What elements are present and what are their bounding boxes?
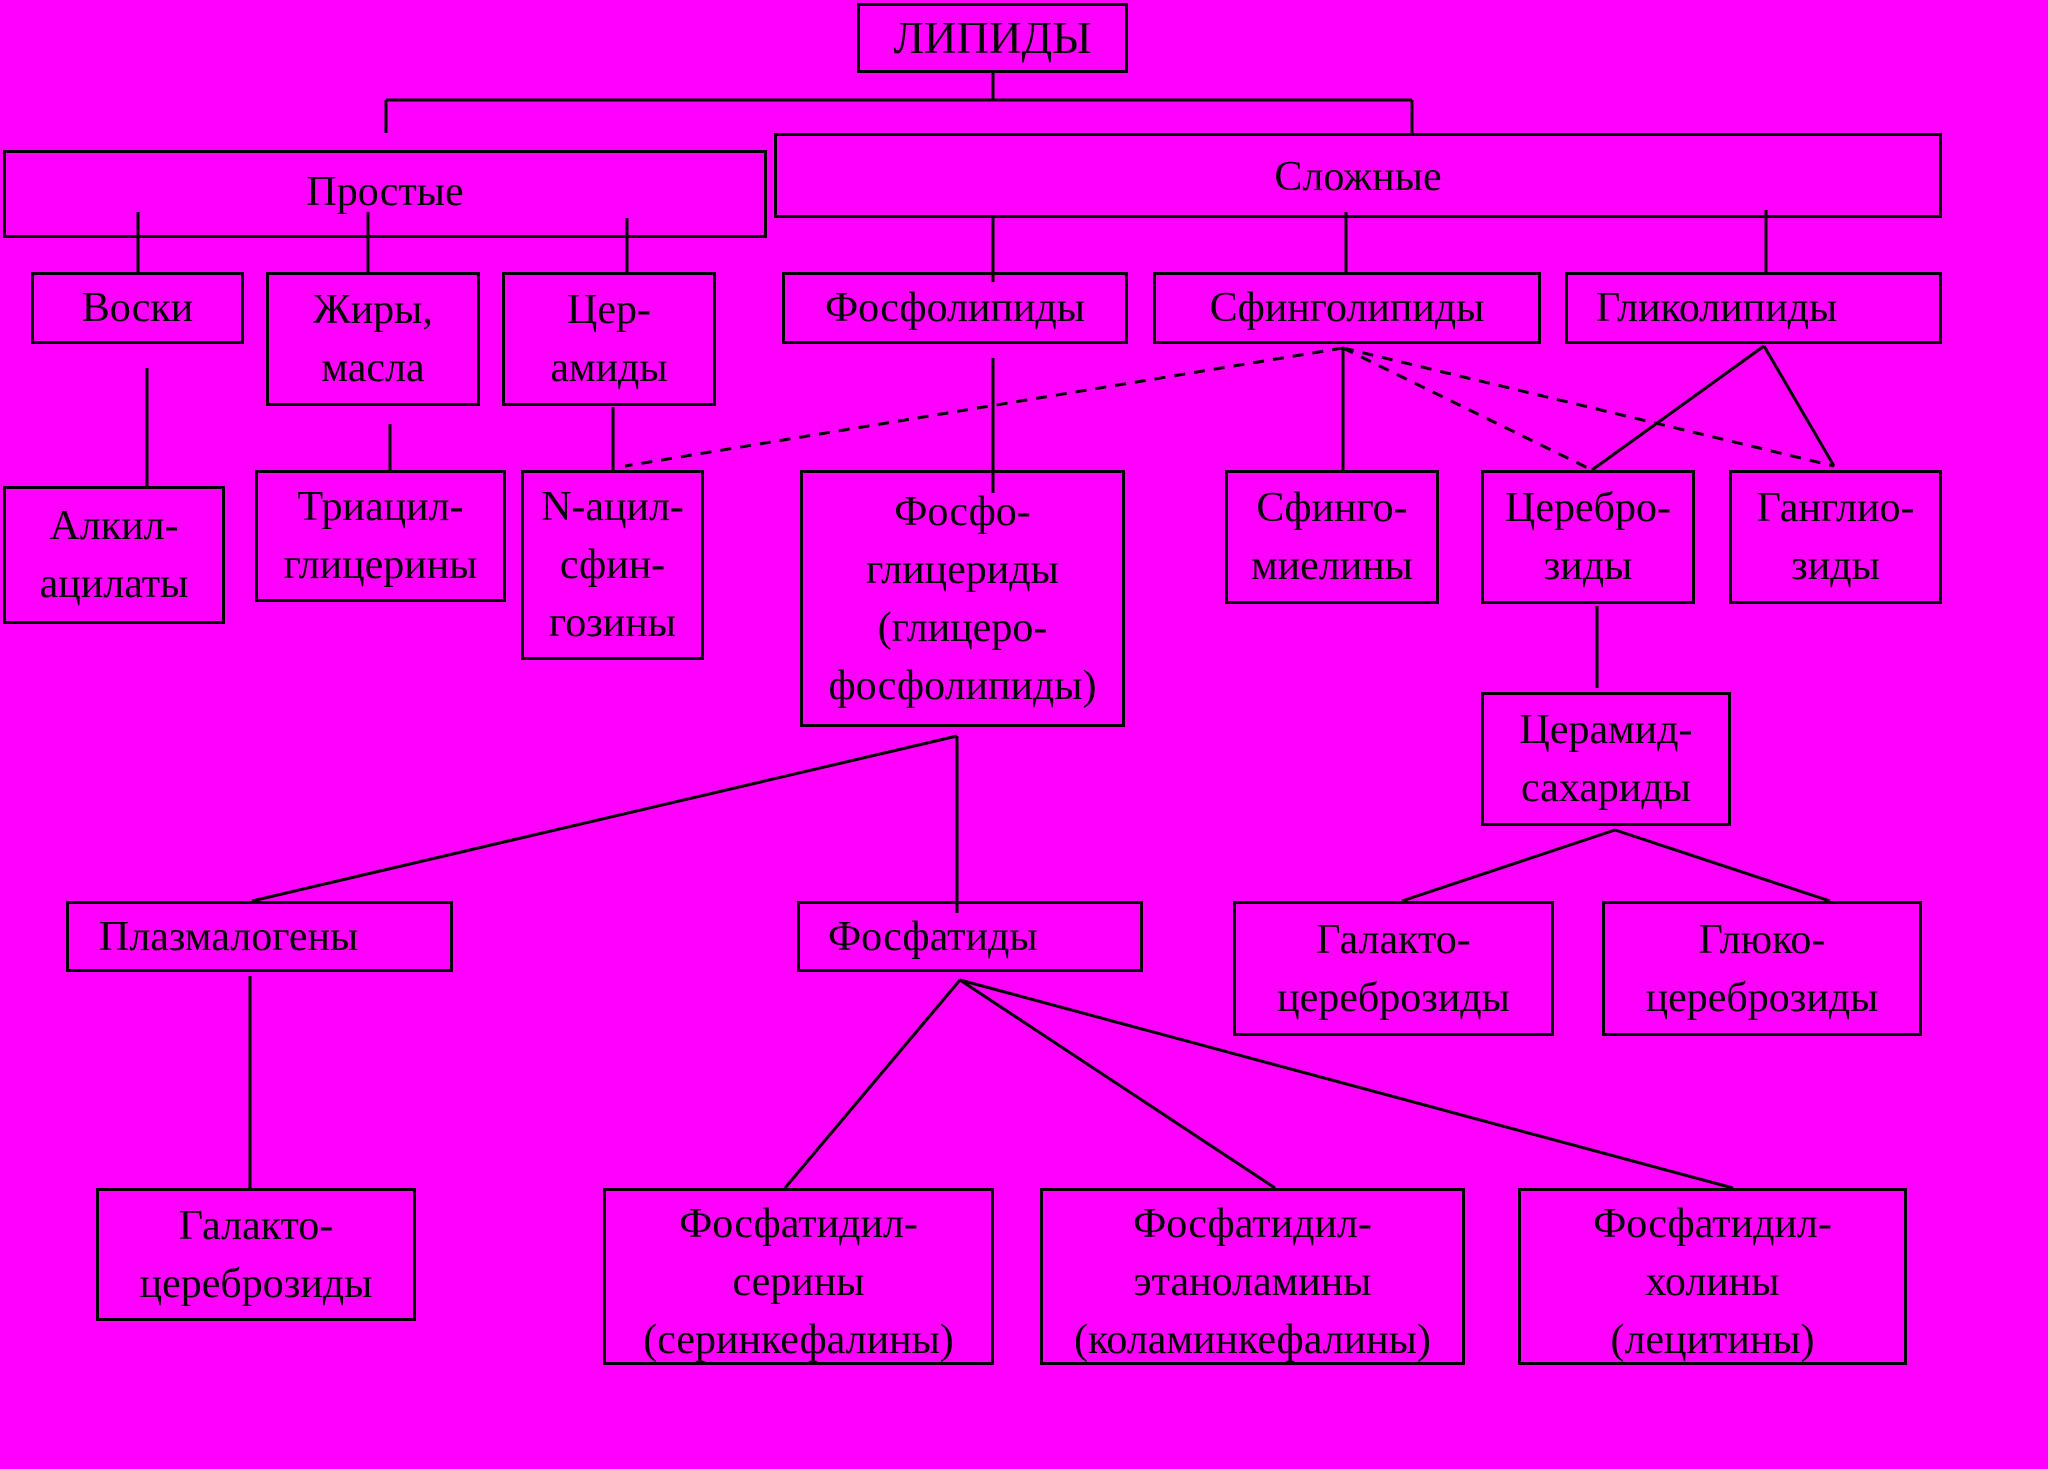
node-galacto-cerebrosides-right-line-2: цереброзиды (1277, 974, 1510, 1021)
node-gluco-cerebrosides-line-2: цереброзиды (1645, 974, 1879, 1021)
node-phosphoglycerides-line-1: Фосфо- (894, 488, 1031, 535)
node-phosphatidylcholines: Фосфатидил- холины (лецитины) (1518, 1188, 1907, 1365)
node-phosphoglycerides: Фосфо- глицериды (глицеро- фосфолипиды) (800, 470, 1125, 727)
link-sphingolipids-cerebrosides-dashed (1342, 346, 1593, 472)
node-triacylglycerols-line-2: глицерины (283, 542, 478, 588)
node-phosphatidylcholines-line-3: (лецитины) (1610, 1317, 1815, 1363)
node-alkyl-acylates: Алкил- ацилаты (3, 486, 225, 624)
node-phosphatidylserines-line-2: серины (732, 1259, 865, 1305)
node-sphingomyelins-line-1: Сфинго- (1256, 485, 1408, 531)
node-alkyl-acylates-line-1: Алкил- (49, 503, 179, 549)
node-galacto-cerebrosides-left: Галакто- цереброзиды (96, 1188, 416, 1321)
node-waxes-label: Воски (81, 285, 194, 331)
node-sphingolipids: Сфинголипиды (1153, 272, 1541, 344)
node-galacto-cerebrosides-right: Галакто- цереброзиды (1233, 901, 1554, 1036)
node-n-acyl-sphingosines-line-1: N-ацил- (541, 484, 684, 530)
node-phosphoglycerides-line-3: (глицеро- (877, 604, 1048, 651)
link-sphingolipids-gangliosides-dashed (1342, 346, 1835, 468)
node-galacto-cerebrosides-left-line-2: цереброзиды (139, 1260, 373, 1307)
link-ceramide-saccharides-galacto (1401, 828, 1616, 903)
link-ceramide-saccharides-gluco (1614, 828, 1831, 903)
node-galacto-cerebrosides-right-line-1: Галакто- (1316, 916, 1471, 963)
node-phosphatides-label: Фосфатиды (828, 913, 1038, 960)
node-sphingolipids-label: Сфинголипиды (1209, 285, 1485, 331)
node-ceramides-line-2: амиды (550, 345, 668, 391)
link-sphingolipids-nacyl-dashed (624, 346, 1344, 468)
node-ceramides-line-1: Цер- (567, 287, 651, 333)
node-cerebrosides: Церебро- зиды (1481, 470, 1695, 604)
node-gluco-cerebrosides-line-1: Глюко- (1698, 916, 1826, 963)
node-alkyl-acylates-line-2: ацилаты (39, 561, 189, 607)
node-lipids: ЛИПИДЫ (857, 3, 1128, 73)
node-simple-label: Простые (306, 169, 464, 215)
node-sphingomyelins: Сфинго- миелины (1225, 470, 1439, 604)
node-triacylglycerols-line-1: Триацил- (297, 484, 464, 530)
node-ceramides: Цер- амиды (502, 272, 716, 406)
node-simple: Простые (3, 150, 767, 238)
node-gangliosides-line-1: Ганглио- (1756, 485, 1915, 531)
node-ceramide-saccharides-line-1: Церамид- (1519, 707, 1693, 753)
node-n-acyl-sphingosines-line-3: гозины (549, 600, 676, 646)
node-galacto-cerebrosides-left-line-1: Галакто- (178, 1202, 334, 1249)
node-glycolipids: Гликолипиды (1565, 272, 1942, 344)
node-phospholipids-label: Фосфолипиды (824, 285, 1086, 331)
node-cerebrosides-line-1: Церебро- (1505, 485, 1671, 531)
link-glycolipids-gangliosides (1762, 345, 1836, 467)
link-phosphoglycerides-plasmalogens (251, 734, 958, 903)
node-phosphatidylcholines-line-2: холины (1645, 1259, 1780, 1305)
node-plasmalogens-label: Плазмалогены (99, 913, 359, 960)
node-cerebrosides-line-2: зиды (1543, 543, 1633, 589)
link-glycolipids-cerebrosides (1591, 344, 1765, 472)
node-fats-line-1: Жиры, (313, 287, 433, 333)
node-phosphatidylethanolamines-line-2: этаноламины (1133, 1259, 1372, 1305)
node-glycolipids-label: Гликолипиды (1596, 285, 1838, 331)
node-triacylglycerols: Триацил- глицерины (255, 470, 506, 602)
node-gangliosides-line-2: зиды (1791, 543, 1880, 589)
node-plasmalogens: Плазмалогены (66, 901, 453, 972)
node-n-acyl-sphingosines-line-2: сфин- (559, 542, 666, 588)
node-phosphatidylserines: Фосфатидил- серины (серинкефалины) (603, 1188, 994, 1365)
node-fats: Жиры, масла (266, 272, 480, 406)
node-complex-label: Сложные (1274, 154, 1442, 200)
node-phosphoglycerides-line-2: глицериды (866, 546, 1059, 593)
node-sphingomyelins-line-2: миелины (1251, 543, 1413, 589)
node-phosphatides: Фосфатиды (797, 901, 1143, 972)
link-phosphatides-cholines (959, 978, 1734, 1190)
node-fats-line-2: масла (321, 345, 425, 391)
node-gangliosides: Ганглио- зиды (1729, 470, 1942, 604)
node-waxes: Воски (31, 272, 244, 344)
node-phosphatidylethanolamines-line-1: Фосфатидил- (1133, 1201, 1372, 1247)
node-phosphoglycerides-line-4: фосфолипиды) (828, 662, 1097, 709)
node-phosphatidylethanolamines-line-3: (коламинкефалины) (1074, 1317, 1431, 1363)
node-ceramide-saccharides-line-2: сахариды (1521, 765, 1691, 811)
node-phosphatidylserines-line-1: Фосфатидил- (679, 1201, 918, 1247)
node-phosphatidylserines-line-3: (серинкефалины) (643, 1317, 954, 1363)
link-phosphatides-serines (783, 979, 962, 1189)
node-phosphatidylethanolamines: Фосфатидил- этаноламины (коламинкефалины… (1040, 1188, 1465, 1365)
link-phosphatides-ethanolamines (959, 978, 1276, 1190)
node-gluco-cerebrosides: Глюко- цереброзиды (1602, 901, 1922, 1036)
node-lipids-label: ЛИПИДЫ (893, 13, 1092, 63)
node-n-acyl-sphingosines: N-ацил- сфин- гозины (521, 470, 704, 660)
node-phosphatidylcholines-line-1: Фосфатидил- (1593, 1201, 1832, 1247)
node-ceramide-saccharides: Церамид- сахариды (1481, 692, 1731, 826)
node-phospholipids: Фосфолипиды (782, 272, 1128, 344)
node-complex: Сложные (774, 133, 1942, 218)
